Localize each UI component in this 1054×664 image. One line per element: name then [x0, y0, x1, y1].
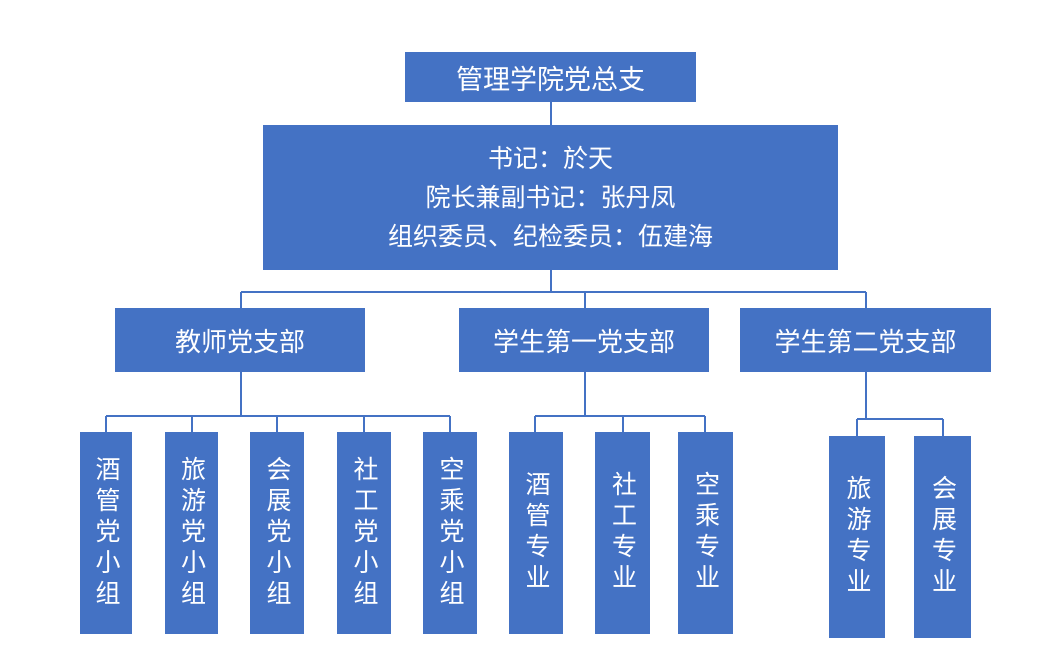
root-label: 管理学院党总支	[456, 64, 645, 96]
leaf-node: 酒管党小组	[80, 432, 132, 634]
branch-label: 学生第二党支部	[774, 327, 957, 358]
leaf-label: 旅游党小组	[177, 455, 207, 611]
leaf-label: 空乘专业	[691, 471, 721, 595]
branch-label: 教师党支部	[174, 327, 305, 358]
branch-student-1: 学生第一党支部	[459, 308, 709, 372]
leaf-label: 会展党小组	[263, 455, 292, 611]
leaf-node: 会展专业	[914, 436, 971, 638]
leaf-node: 旅游专业	[829, 436, 885, 638]
branch-student-2: 学生第二党支部	[740, 308, 991, 372]
dean-line: 院长兼副书记：张丹凤	[425, 183, 676, 212]
leaf-node: 空乘党小组	[423, 432, 477, 634]
committee-line: 组织委员、纪检委员：伍建海	[387, 222, 713, 251]
root-node: 管理学院党总支	[405, 52, 696, 102]
leaf-label: 酒管党小组	[92, 455, 121, 611]
leaf-label: 社工专业	[608, 471, 638, 595]
branch-teacher: 教师党支部	[115, 308, 365, 372]
leaf-label: 空乘党小组	[436, 455, 465, 611]
leaf-label: 旅游专业	[843, 475, 872, 599]
secretary-line: 书记：於天	[487, 144, 613, 173]
leaf-node: 社工专业	[595, 432, 650, 634]
leaf-label: 社工党小组	[350, 455, 379, 611]
branch-label: 学生第一党支部	[492, 327, 675, 358]
leaf-node: 旅游党小组	[165, 432, 218, 634]
leaf-label: 酒管专业	[522, 471, 551, 595]
leaf-node: 社工党小组	[337, 432, 391, 634]
leaf-node: 酒管专业	[509, 432, 563, 634]
leaf-node: 会展党小组	[250, 432, 304, 634]
leaf-label: 会展专业	[928, 475, 958, 599]
leaf-node: 空乘专业	[678, 432, 733, 634]
leadership-node: 书记：於天 院长兼副书记：张丹凤 组织委员、纪检委员：伍建海	[263, 125, 838, 270]
